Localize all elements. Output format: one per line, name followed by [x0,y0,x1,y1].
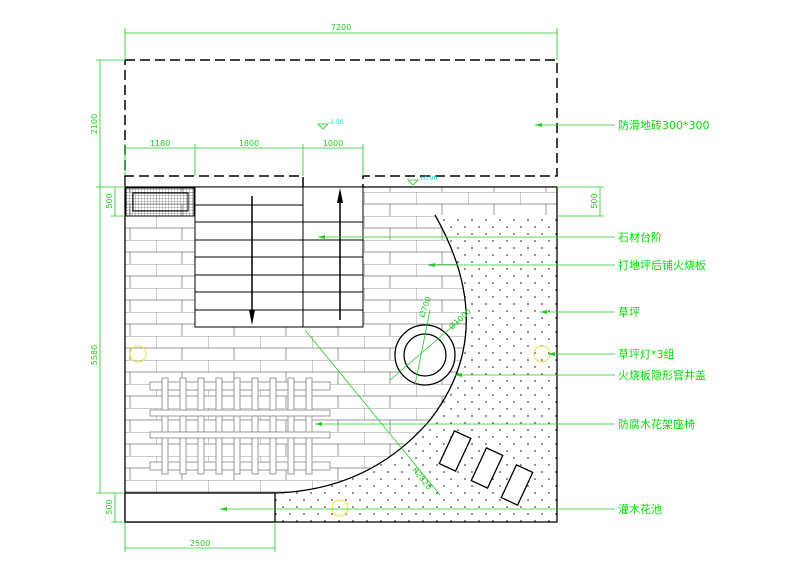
level-upper: -1.50 [328,119,344,126]
dim-top-depth: 2100 [90,114,99,134]
label-manhole: 火烧板隐形窨井盖 [618,368,706,382]
pergola-bench [149,377,331,475]
label-paving: 打地坪后铺火烧板 [618,258,706,272]
upper-terrace [124,59,558,187]
leader-lines [220,124,615,510]
drain-grate [125,187,195,217]
label-pergola: 防腐木花架座椅 [618,417,695,431]
lawn-lamp [331,499,349,517]
stepping-stones [438,430,534,506]
dim-strip-left: 500 [105,193,114,208]
dim-main-depth: 5580 [90,345,99,365]
dim-planter-depth: 500 [105,499,114,514]
arc-edge [274,214,467,494]
dim-planter-width: 2500 [190,539,210,548]
dimension-lines [96,28,604,552]
label-lamps: 草坪灯*3组 [618,347,675,361]
level-lower: ±0.00 [419,175,438,182]
label-steps: 石材台阶 [618,230,662,244]
dim-strip-right: 500 [590,193,599,208]
label-lawn: 草坪 [618,306,640,319]
label-tile: 防滑地砖300*300 [618,118,710,132]
label-planter: 灌木花池 [618,503,662,516]
dim-seg1: 1180 [150,139,170,148]
dim-seg2: 1800 [239,139,259,148]
dim-seg3: 1000 [323,139,343,148]
shrub-planter [124,492,276,523]
dim-total-width: 7200 [331,23,351,32]
lawn-lamp [129,345,147,363]
